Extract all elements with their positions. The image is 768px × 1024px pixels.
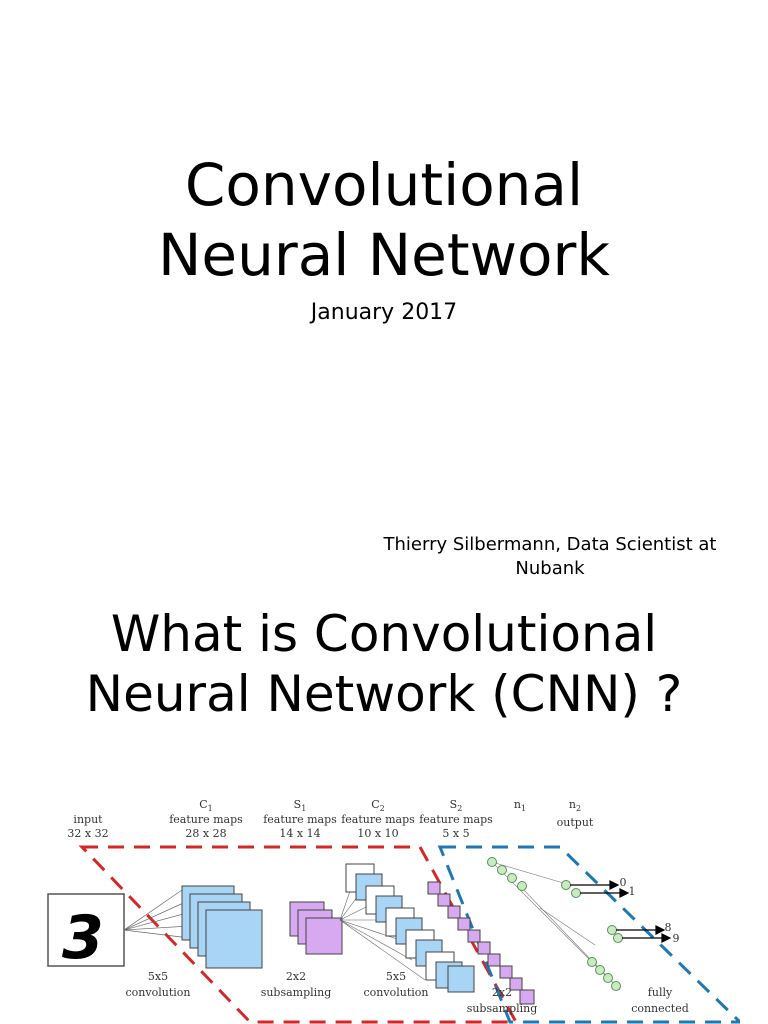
neuron (487, 857, 497, 867)
output-labels: 0 1 8 9 (620, 876, 680, 945)
neuron (595, 965, 605, 975)
op-name-conv2: convolution (364, 986, 429, 999)
output-label: 0 (620, 876, 627, 889)
neurons (487, 857, 623, 991)
op-name-conv1: convolution (126, 986, 191, 999)
layer-desc-s1: feature maps (263, 813, 337, 826)
output-label: 8 (665, 921, 672, 934)
neuron (497, 865, 507, 875)
op-kernel-fc: fully (648, 986, 673, 999)
s2-feature-maps (427, 881, 535, 1005)
neuron (603, 973, 613, 983)
layer-size-s1: 14 x 14 (279, 827, 320, 840)
output-label: 1 (629, 885, 636, 898)
title-slide: Convolutional Neural Network January 201… (158, 151, 717, 579)
slide-title: What is Convolutional Neural Network (CN… (85, 605, 683, 723)
neuron (507, 873, 517, 883)
layer-label-c1: C1 (199, 798, 213, 813)
layer-desc-c2: feature maps (341, 813, 415, 826)
operation-labels: 5x5 convolution 2x2 subsampling 5x5 conv… (126, 970, 689, 1015)
neuron (611, 981, 621, 991)
op-name-fc: connected (631, 1002, 689, 1015)
input-digit: 3 (62, 903, 104, 973)
output-label: 9 (673, 932, 680, 945)
c1-feature-maps (181, 885, 263, 969)
layer-size-s2: 5 x 5 (442, 827, 469, 840)
feature-extraction-outline (78, 845, 519, 1024)
slide-date: January 2017 (310, 300, 458, 325)
layer-label-s2: S2 (450, 798, 463, 813)
layer-labels: input 32 x 32 C1 feature maps 28 x 28 S1… (67, 798, 594, 840)
slide-title: Convolutional Neural Network (158, 151, 610, 289)
layer-desc-s2: feature maps (419, 813, 493, 826)
op-kernel-sub2: 2x2 (492, 986, 512, 999)
layer-size-c1: 28 x 28 (185, 827, 226, 840)
neuron (613, 933, 623, 943)
layer-desc-n2: output (557, 816, 594, 829)
neuron (587, 957, 597, 967)
cnn-intro-slide: What is Convolutional Neural Network (CN… (0, 590, 768, 1024)
neuron (561, 880, 571, 890)
op-name-sub2: subsampling (467, 1002, 538, 1015)
cnn-architecture-diagram: input 32 x 32 C1 feature maps 28 x 28 S1… (40, 790, 740, 1024)
neuron (607, 925, 617, 935)
op-kernel-sub1: 2x2 (286, 970, 306, 983)
layer-label-s1: S1 (294, 798, 307, 813)
layer-desc-c1: feature maps (169, 813, 243, 826)
input-image: 3 (47, 893, 125, 973)
output-arrows (570, 880, 672, 943)
layer-label-c2: C2 (371, 798, 385, 813)
neuron (517, 881, 527, 891)
s1-feature-maps (289, 901, 343, 955)
layer-label-input: input (73, 813, 103, 826)
classification-outline (437, 845, 740, 1024)
op-kernel-conv2: 5x5 (386, 970, 406, 983)
op-kernel-conv1: 5x5 (148, 970, 168, 983)
op-name-sub1: subsampling (261, 986, 332, 999)
cnn-diagram-svg: input 32 x 32 C1 feature maps 28 x 28 S1… (47, 798, 740, 1024)
layer-size-input: 32 x 32 (67, 827, 108, 840)
layer-label-n2: n2 (569, 798, 581, 813)
neuron (571, 888, 581, 898)
slide-author: Thierry Silbermann, Data Scientist at Nu… (383, 534, 717, 579)
layer-size-c2: 10 x 10 (357, 827, 398, 840)
c2-feature-maps (345, 863, 475, 993)
layer-label-n1: n1 (514, 798, 526, 813)
